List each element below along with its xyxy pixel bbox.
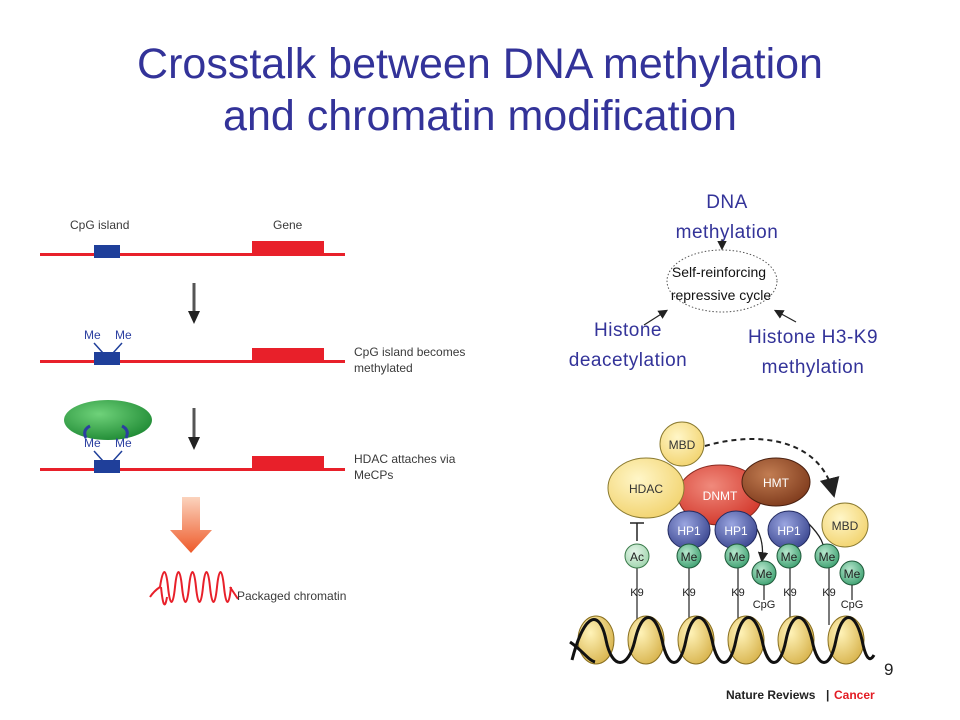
step2-label-line2: methylated (354, 361, 413, 375)
me-label-2: Me (115, 328, 132, 342)
svg-text:Me: Me (756, 567, 773, 581)
svg-text:HP1: HP1 (724, 524, 748, 538)
me-node-4 (814, 543, 840, 569)
hmt-node (741, 457, 811, 507)
me-label-1: Me (84, 328, 101, 342)
mbd-top-node (659, 421, 705, 467)
dnmt-label: DNMT (703, 489, 738, 503)
gene-box-1 (252, 241, 324, 256)
me-label-3: Me (84, 436, 101, 450)
title-line-1: Crosstalk between DNA methylation (137, 40, 823, 88)
dna-strand-3 (40, 468, 345, 471)
hdac-green-blob (64, 400, 152, 440)
left-panel: CpG island Gene Me Me CpG island becomes… (40, 218, 465, 606)
svg-text:Me: Me (844, 567, 861, 581)
svg-text:HP1: HP1 (777, 524, 801, 538)
hdac-node (607, 457, 685, 519)
down-arrow-1 (188, 283, 200, 324)
down-arrow-2 (188, 408, 200, 450)
packaged-chromatin-coil (149, 571, 239, 606)
hmt-label: HMT (763, 476, 790, 490)
nature-figure: MBD DNMT HMT HDAC MBD HP1 HP1 HP1 Ac Me … (569, 421, 876, 702)
cycle-center-line1: Self-reinforcing (672, 264, 766, 280)
orange-arrow (170, 497, 212, 553)
cpg-box-1 (94, 245, 120, 258)
me-label-4: Me (115, 436, 132, 450)
me-node-2 (724, 543, 750, 569)
me-node-3 (776, 543, 802, 569)
svg-text:Me: Me (781, 550, 798, 564)
dashed-arrow (704, 438, 840, 498)
ac-node (624, 543, 650, 569)
cpg-island-label: CpG island (70, 218, 129, 232)
gene-box-2 (252, 348, 324, 363)
k9-label-2: K9 (682, 587, 695, 599)
slide-title: Crosstalk between DNA methylation and ch… (0, 38, 960, 142)
svg-text:Ac: Ac (630, 550, 644, 564)
k9-label-5: K9 (822, 587, 835, 599)
k9-label-4: K9 (783, 587, 796, 599)
svg-text:Me: Me (681, 550, 698, 564)
packaged-chromatin-label: Packaged chromatin (237, 589, 346, 603)
credit-separator: | (826, 688, 829, 702)
title-line-2: and chromatin modification (223, 92, 737, 140)
step3-label-line1: HDAC attaches via (354, 452, 456, 466)
arrow-to-left (643, 309, 669, 326)
cpg-label-1: CpG (753, 599, 776, 611)
cpg-label-2: CpG (841, 599, 864, 611)
hdac-node-label: HDAC (629, 482, 663, 496)
me-node-1 (676, 543, 702, 569)
dna-methylation-label: DNA methylation (675, 192, 779, 243)
cpg-box-2 (94, 352, 120, 365)
k9-label-3: K9 (731, 587, 744, 599)
residue-stalks (636, 560, 830, 625)
gene-box-3 (252, 456, 324, 471)
mbd-right-label: MBD (832, 519, 859, 533)
page-number: 9 (884, 660, 894, 679)
cpg-box-3 (94, 460, 120, 473)
svg-text:HP1: HP1 (677, 524, 701, 538)
mbd-top-label: MBD (669, 438, 696, 452)
dna-strand-2 (40, 360, 345, 363)
credit-journal: Nature Reviews (726, 688, 816, 702)
histone-h3k9-methylation-label: Histone H3-K9 methylation (747, 327, 879, 378)
credit-section: Cancer (834, 688, 875, 702)
arrow-to-right (773, 309, 797, 323)
dna-strand-1 (40, 253, 345, 256)
k9-label-1: K9 (630, 587, 643, 599)
step2-label-line1: CpG island becomes (354, 345, 465, 359)
step3-label-line2: MeCPs (354, 468, 393, 482)
repressive-cycle: Self-reinforcing repressive cycle (643, 239, 797, 326)
svg-text:Me: Me (819, 550, 836, 564)
cycle-center-line2: repressive cycle (671, 287, 772, 303)
svg-text:Me: Me (729, 550, 746, 564)
gene-label: Gene (273, 218, 303, 232)
nucleosome-array (569, 615, 876, 665)
mbd-right-node (821, 502, 869, 548)
